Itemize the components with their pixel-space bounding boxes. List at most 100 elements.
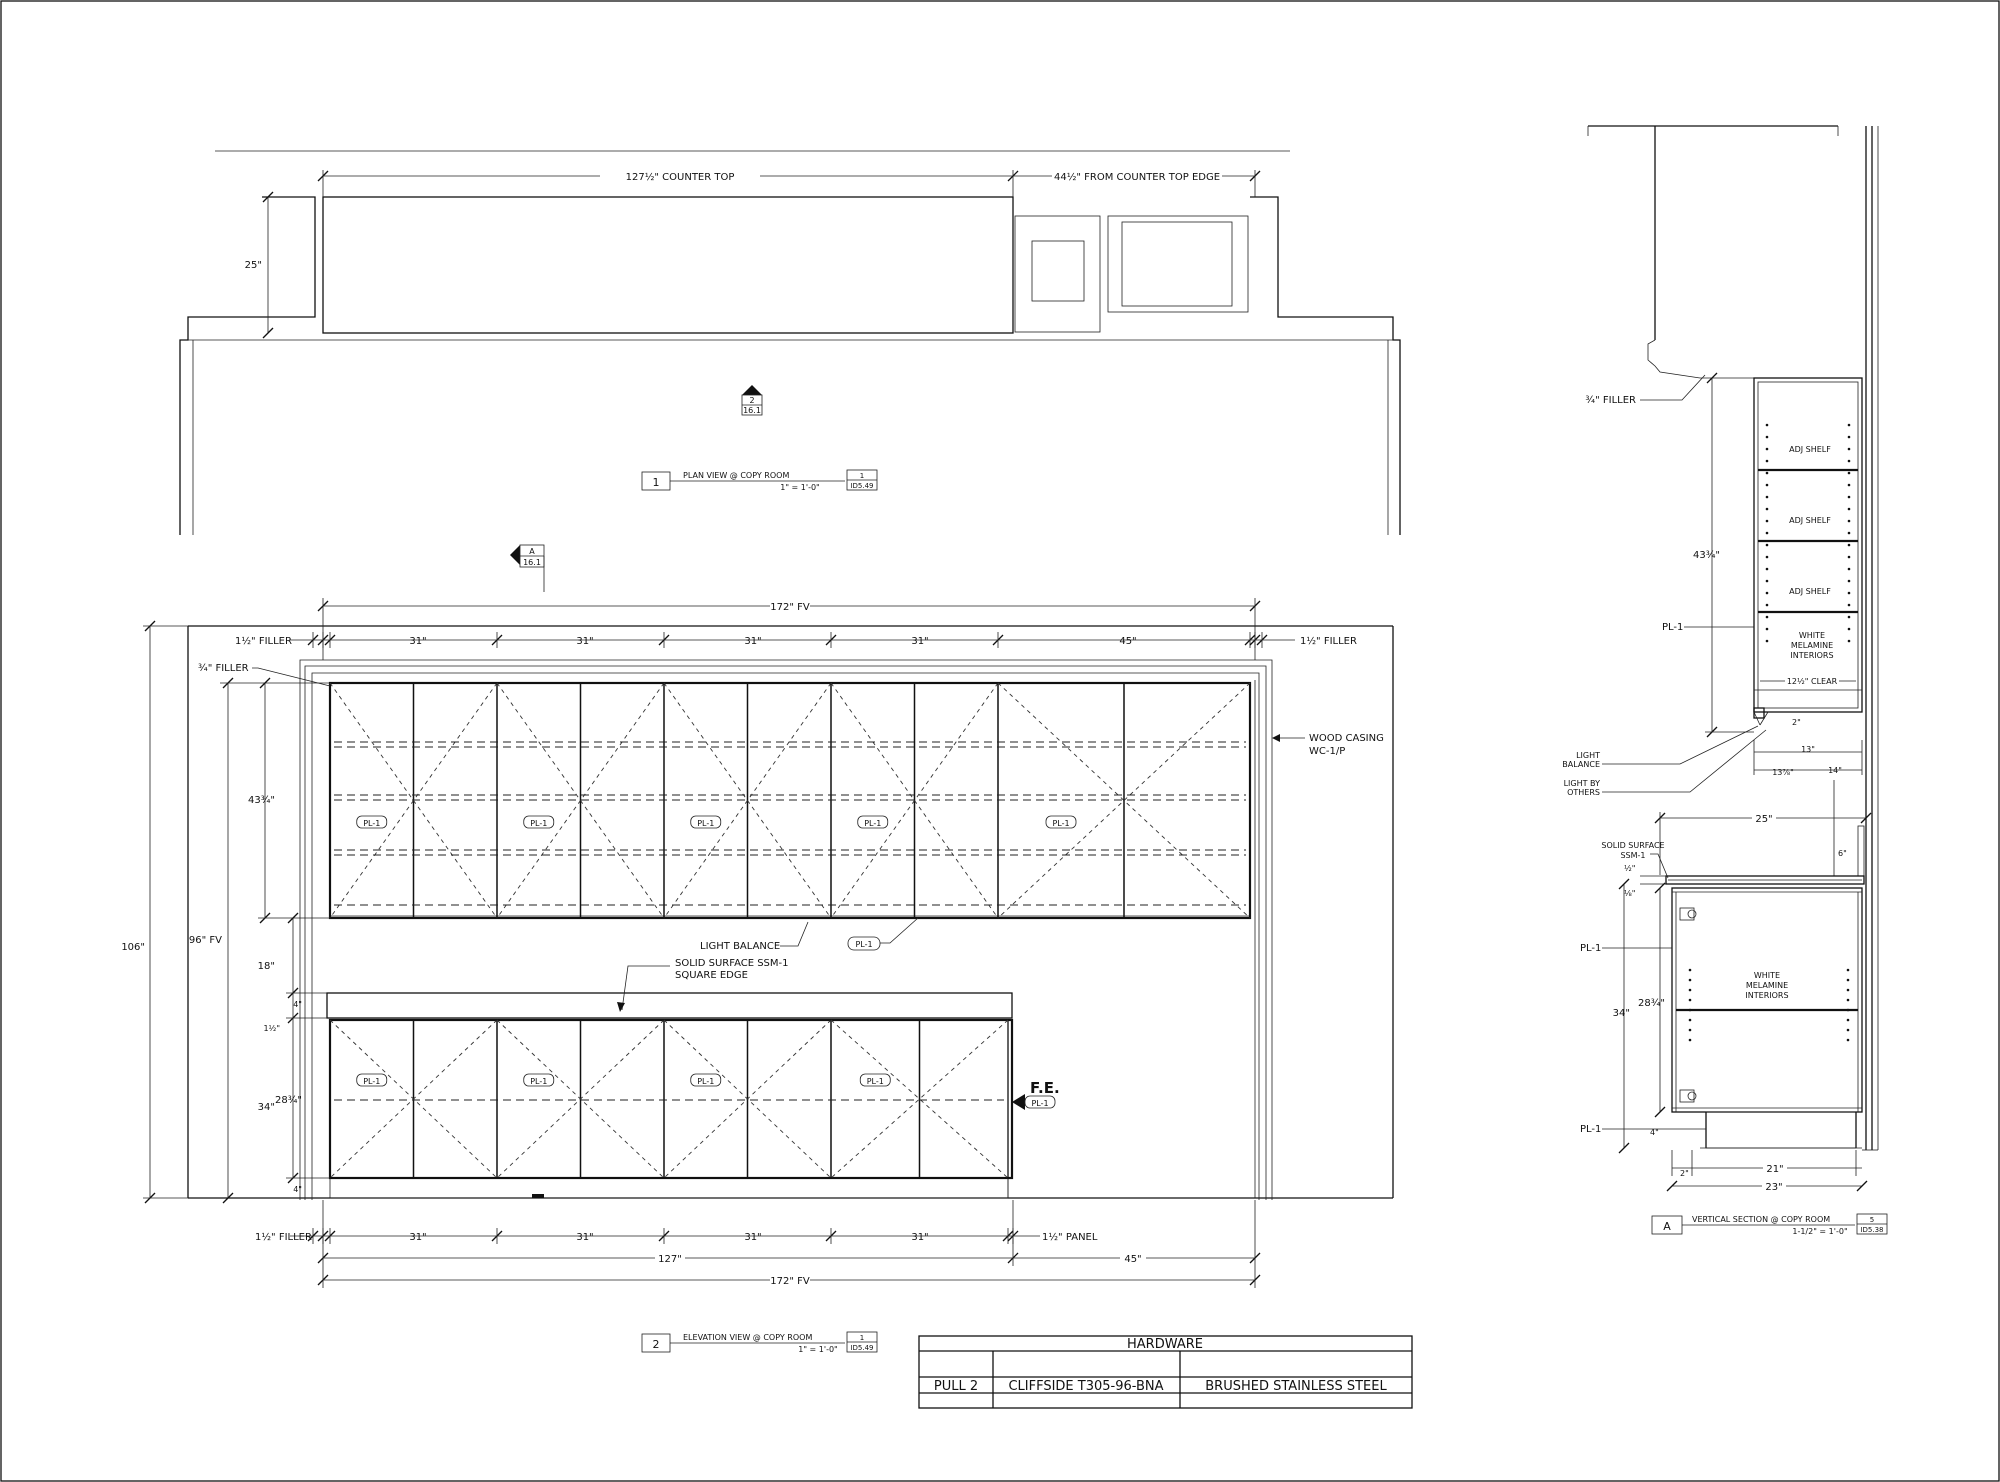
section-solid-surface-1: SOLID SURFACE bbox=[1601, 841, 1664, 850]
upper-left-dot-8 bbox=[1765, 519, 1769, 523]
section-dim-eighth: ⅛" bbox=[1624, 889, 1635, 898]
upper-right-dot-14 bbox=[1847, 591, 1851, 595]
upper-door-9 bbox=[1123, 682, 1251, 919]
upper-left-dot-0 bbox=[1765, 423, 1769, 427]
upper-right-dot-1 bbox=[1847, 435, 1851, 439]
section-arrow-icon bbox=[742, 385, 762, 395]
upper-left-dot-9 bbox=[1765, 531, 1769, 535]
elev-dim-96fv: 96" FV bbox=[189, 935, 222, 946]
upper-interior-3: INTERIORS bbox=[1790, 651, 1833, 660]
elev-dim-28: 28¾" bbox=[275, 1095, 302, 1106]
lower-right-dot-5 bbox=[1846, 1018, 1850, 1022]
section-filler: ¾" FILLER bbox=[1585, 395, 1636, 406]
lower-width-3: 31" bbox=[744, 1232, 761, 1243]
lower-right-dot-3 bbox=[1846, 998, 1850, 1002]
plan-section-ref-num: 2 bbox=[749, 396, 754, 405]
upper-tag-2-bubble bbox=[690, 815, 722, 829]
lower-interior-2: MELAMINE bbox=[1746, 981, 1788, 990]
section-light-balance-1: LIGHT bbox=[1576, 751, 1600, 760]
section-scale: 1-1/2" = 1'-0" bbox=[1792, 1227, 1847, 1236]
lower-tag-0-bubble bbox=[356, 1073, 388, 1087]
section-ref-sheet: ID5.38 bbox=[1860, 1226, 1883, 1234]
lower-door-6 bbox=[830, 1019, 921, 1179]
elev-bottom-panel: 1½" PANEL bbox=[1042, 1231, 1098, 1243]
upper-tag-1-bubble bbox=[523, 815, 555, 829]
upper-left-dot-5 bbox=[1765, 483, 1769, 487]
upper-left-dot-14 bbox=[1765, 591, 1769, 595]
lower-cabinets bbox=[328, 1018, 1014, 1180]
lower-door-swing-4 bbox=[663, 1019, 749, 1179]
upper-tag-0: PL-1 bbox=[363, 819, 380, 828]
upper-door-swing-5 bbox=[746, 682, 832, 919]
section-pl1-upper: PL-1 bbox=[1662, 622, 1683, 633]
upper-right-dot-7 bbox=[1847, 507, 1851, 511]
lower-door-swing-5 bbox=[746, 1019, 832, 1179]
lower-left-dot-1 bbox=[1688, 978, 1692, 982]
upper-interior-2: MELAMINE bbox=[1791, 641, 1833, 650]
section-dim-23: 23" bbox=[1765, 1182, 1782, 1193]
vertical-section: ADJ SHELF ADJ SHELF ADJ SHELF WHITE MELA… bbox=[1562, 125, 1888, 1236]
elev-solid-surface-note-2: SQUARE EDGE bbox=[675, 970, 748, 981]
section-dim-25: 25" bbox=[1755, 814, 1772, 825]
elev-dim-4b: 4" bbox=[293, 1185, 302, 1194]
upper-left-dot-15 bbox=[1765, 603, 1769, 607]
section-dim-2: 2" bbox=[1792, 718, 1801, 727]
section-ref-num: 5 bbox=[1870, 1216, 1874, 1224]
adj-shelf-3: ADJ SHELF bbox=[1789, 587, 1831, 596]
lower-door-swing-1 bbox=[412, 1019, 498, 1179]
upper-width-4: 31" bbox=[911, 636, 928, 647]
elev-dim-18: 18" bbox=[258, 961, 275, 972]
lower-interior-3: INTERIORS bbox=[1745, 991, 1788, 1000]
lower-right-dot-7 bbox=[1846, 1038, 1850, 1042]
section-counter-top bbox=[1665, 875, 1865, 885]
lower-right-dot-4 bbox=[1846, 1008, 1850, 1012]
plan-dim-from-edge: 44½" FROM COUNTER TOP EDGE bbox=[1054, 171, 1220, 183]
lower-left-dot-4 bbox=[1688, 1008, 1692, 1012]
upper-width-1: 31" bbox=[409, 636, 426, 647]
hardware-row-finish: BRUSHED STAINLESS STEEL bbox=[1205, 1379, 1387, 1394]
shelf-pin-holes bbox=[1765, 423, 1851, 643]
lower-shelf-pin-holes bbox=[1688, 968, 1850, 1042]
lower-tag-2-bubble bbox=[690, 1073, 722, 1087]
upper-width-3: 31" bbox=[744, 636, 761, 647]
elev-dim-upper-height: 43¾" bbox=[248, 795, 275, 806]
plan-ref-sheet: ID5.49 bbox=[850, 482, 873, 490]
fire-extinguisher-arrow-icon bbox=[1012, 1094, 1025, 1110]
lower-tag-3: PL-1 bbox=[867, 1077, 884, 1086]
section-dim-half: ½" bbox=[1624, 864, 1635, 873]
lower-door-2 bbox=[496, 1019, 582, 1179]
lower-door-3 bbox=[579, 1019, 665, 1179]
upper-tag-3-bubble bbox=[857, 815, 889, 829]
upper-right-dot-6 bbox=[1847, 495, 1851, 499]
elev-title: ELEVATION VIEW @ COPY ROOM bbox=[683, 1333, 812, 1342]
elev-filler-right: 1½" FILLER bbox=[1300, 635, 1357, 647]
hardware-row-item: PULL 2 bbox=[934, 1379, 978, 1394]
lower-left-dot-7 bbox=[1688, 1038, 1692, 1042]
section-dim-6: 6" bbox=[1838, 849, 1847, 858]
section-light-balance-2: BALANCE bbox=[1562, 760, 1600, 769]
upper-left-dot-4 bbox=[1765, 471, 1769, 475]
upper-left-dot-11 bbox=[1765, 555, 1769, 559]
plan-dim-counter-top: 127½" COUNTER TOP bbox=[626, 171, 735, 183]
elev-dim-4a: 4" bbox=[293, 1000, 302, 1009]
elev-dim-total-top: 172" FV bbox=[770, 602, 810, 613]
section-marker-letter: A bbox=[529, 547, 535, 556]
section-upper-cabinet bbox=[1753, 377, 1863, 713]
lower-tag-1: PL-1 bbox=[530, 1077, 547, 1086]
upper-right-dot-11 bbox=[1847, 555, 1851, 559]
section-light-others-2: OTHERS bbox=[1567, 788, 1600, 797]
plan-counter-top bbox=[322, 196, 1014, 334]
elev-filler-left: 1½" FILLER bbox=[235, 635, 292, 647]
plan-title: PLAN VIEW @ COPY ROOM bbox=[683, 471, 789, 480]
upper-right-dot-3 bbox=[1847, 459, 1851, 463]
plan-view: 127½" COUNTER TOP 44½" FROM COUNTER TOP … bbox=[179, 150, 1401, 535]
upper-door-swing-8 bbox=[997, 682, 1125, 919]
elev-ref-num: 1 bbox=[860, 1334, 864, 1342]
lower-door-7 bbox=[918, 1019, 1009, 1179]
elev-dim-106: 106" bbox=[121, 942, 145, 953]
lower-left-dot-0 bbox=[1688, 968, 1692, 972]
lower-door-4 bbox=[663, 1019, 749, 1179]
